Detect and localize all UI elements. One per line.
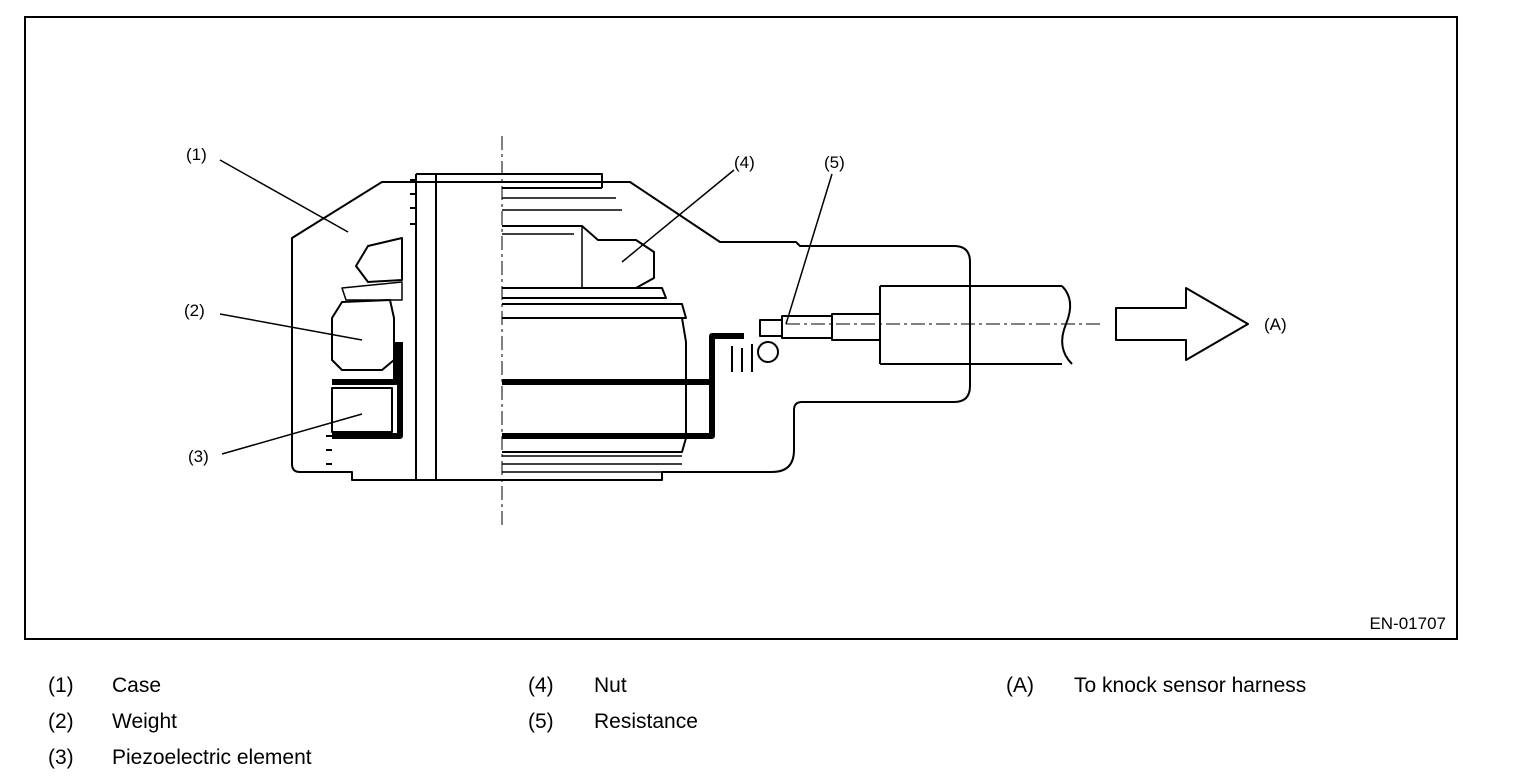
conductor-lower bbox=[332, 342, 715, 439]
terminal-legs bbox=[731, 344, 753, 372]
legend-item: (5) Resistance bbox=[528, 704, 928, 740]
left-nut bbox=[355, 237, 403, 283]
direction-arrow bbox=[1115, 287, 1249, 361]
legend-key: (3) bbox=[48, 746, 74, 769]
legend-item: (1) Case bbox=[48, 668, 468, 704]
leader-2 bbox=[219, 313, 363, 341]
callout-4: (4) bbox=[734, 153, 755, 172]
left-notches bbox=[326, 179, 416, 465]
nut-shape bbox=[502, 225, 655, 289]
knock-sensor-diagram: (1) (2) (3) (4) (5) (A) bbox=[184, 136, 1287, 526]
legend-key: (1) bbox=[48, 674, 74, 697]
legend-text: Nut bbox=[594, 674, 627, 697]
leader-5 bbox=[785, 173, 833, 325]
center-bore bbox=[415, 173, 603, 480]
nut-inner bbox=[502, 226, 583, 288]
terminal-ring bbox=[757, 341, 779, 363]
weight-shape bbox=[331, 299, 395, 371]
legend-key: (2) bbox=[48, 710, 74, 733]
leader-4 bbox=[621, 169, 735, 263]
case-outline bbox=[291, 181, 971, 481]
legend-text: Weight bbox=[112, 710, 177, 733]
callout-3: (3) bbox=[188, 447, 209, 466]
legend-item: (3) Piezoelectric element bbox=[48, 740, 468, 776]
legend-item: (A) To knock sensor harness bbox=[1006, 668, 1426, 704]
conductor-upper bbox=[332, 333, 744, 385]
weight-ridge bbox=[341, 281, 403, 301]
legend-text: Piezoelectric element bbox=[112, 746, 312, 769]
upper-ring bbox=[502, 287, 687, 319]
figure-id: EN-01707 bbox=[1369, 614, 1446, 633]
connector-small bbox=[759, 319, 783, 337]
legend-key: (4) bbox=[528, 674, 554, 697]
callout-A: (A) bbox=[1264, 315, 1287, 334]
legend-column-1: (1) Case (2) Weight (3) Piezoelectric el… bbox=[48, 668, 468, 776]
callout-2: (2) bbox=[184, 301, 205, 320]
legend-text: Case bbox=[112, 674, 162, 697]
legend-item: (2) Weight bbox=[48, 704, 468, 740]
callout-1: (1) bbox=[186, 145, 207, 164]
legend-key: (A) bbox=[1006, 674, 1034, 697]
legend-item: (4) Nut bbox=[528, 668, 928, 704]
leader-3 bbox=[221, 413, 363, 455]
harness-end bbox=[1061, 285, 1073, 365]
piezo-shape bbox=[331, 387, 393, 433]
resistor-body bbox=[781, 313, 881, 341]
figure-frame: (1) (2) (3) (4) (5) (A) EN-01707 bbox=[24, 16, 1458, 640]
legend-column-3: (A) To knock sensor harness bbox=[1006, 668, 1426, 704]
legend-text: Resistance bbox=[594, 710, 698, 733]
legend-column-2: (4) Nut (5) Resistance bbox=[528, 668, 928, 740]
bore-threads bbox=[502, 197, 682, 473]
legend-key: (5) bbox=[528, 710, 554, 733]
callout-5: (5) bbox=[824, 153, 845, 172]
body-block bbox=[502, 317, 687, 453]
legend-text: To knock sensor harness bbox=[1074, 674, 1307, 697]
leader-1 bbox=[219, 159, 349, 233]
harness-cylinder bbox=[879, 285, 1062, 365]
